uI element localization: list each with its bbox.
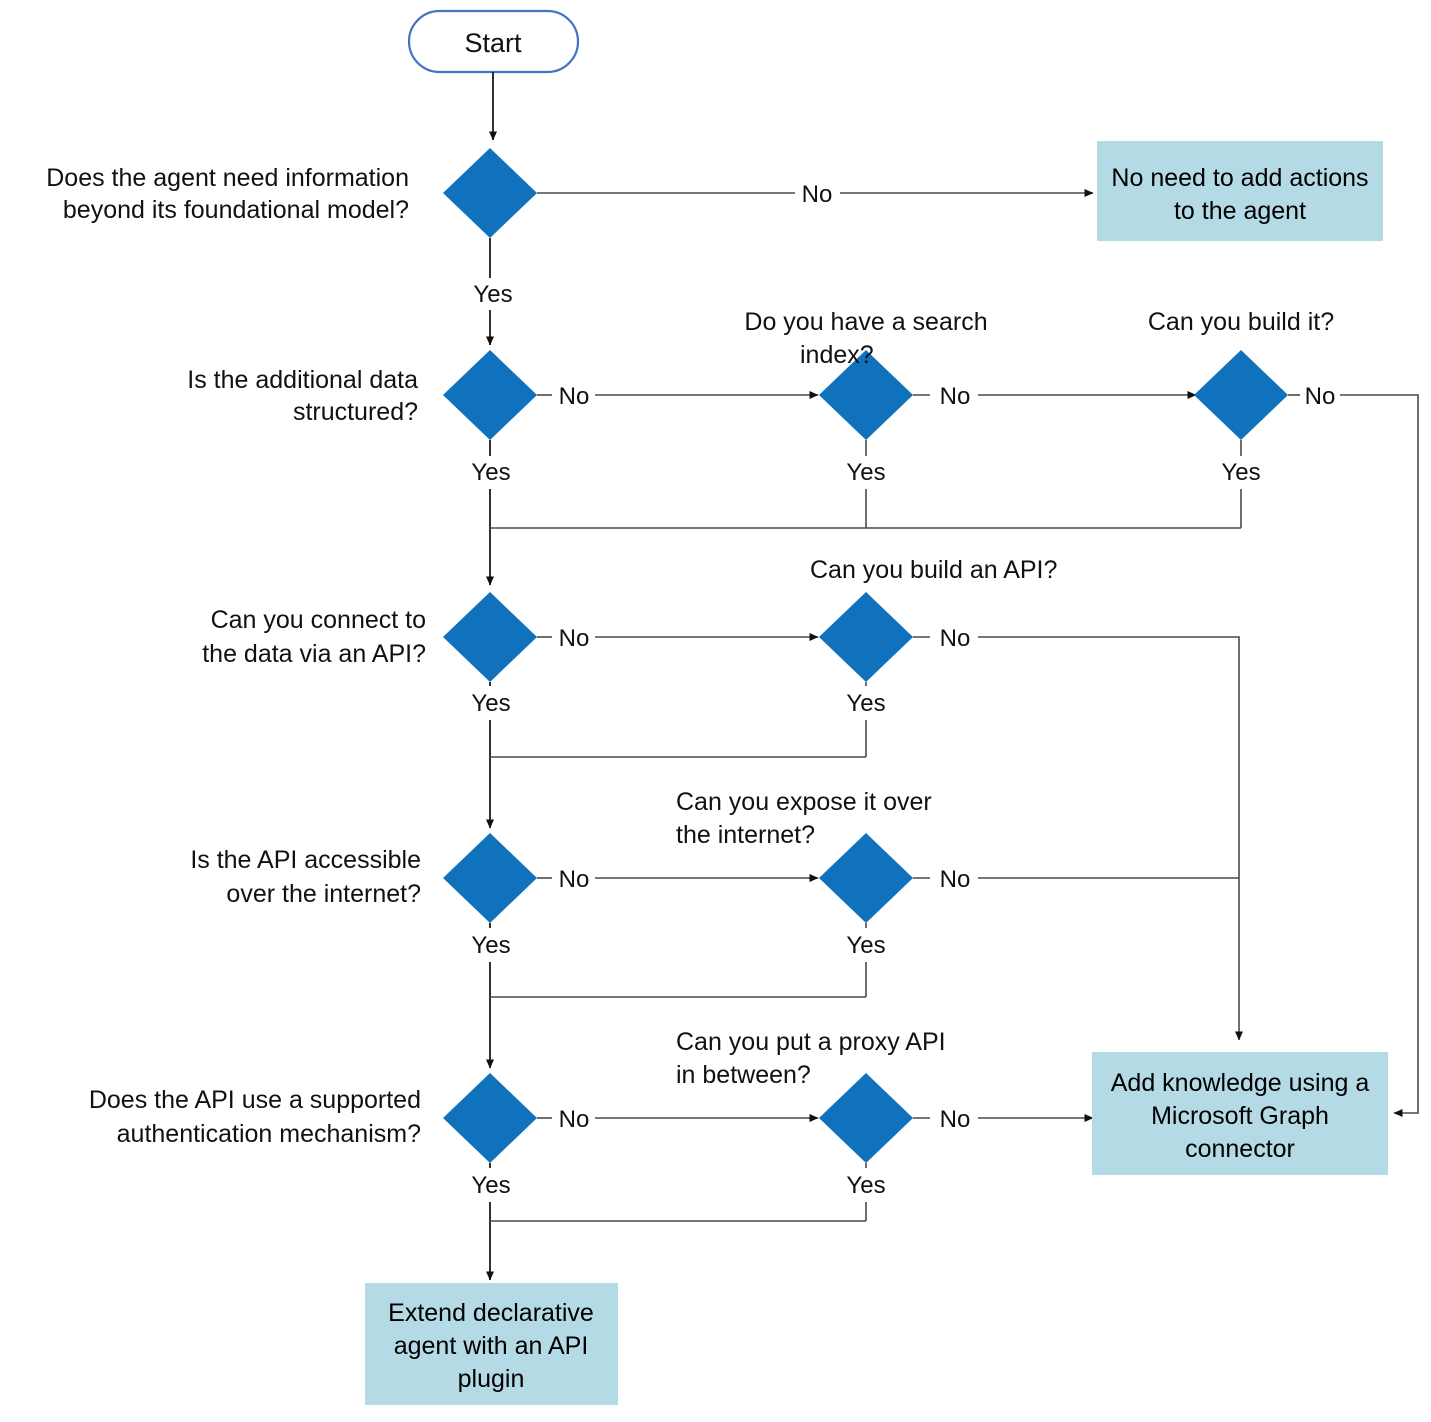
api-plugin-shape [365, 1283, 618, 1405]
proxy-api-question-line2: in between? [676, 1061, 811, 1089]
connect-via-api-question-line1: Can you connect to [211, 606, 426, 634]
edge-label-data-structured-yes: Yes [471, 459, 510, 486]
edge-can-build-index-no-b [1340, 394, 1419, 1117]
edge-label-api-accessible-yes: Yes [471, 932, 510, 959]
proxy-api-shape [819, 1073, 913, 1163]
no-actions-needed-line1: No need to add actions [1111, 164, 1368, 192]
graph-connector-line2: Microsoft Graph [1151, 1102, 1329, 1130]
edge-label-proxy-api-yes: Yes [846, 1172, 885, 1199]
node-proxy-api[interactable] [819, 1073, 913, 1163]
proxy-api-question-line1: Can you put a proxy API [676, 1028, 946, 1056]
node-data-structured[interactable] [443, 350, 537, 440]
data-structured-shape [443, 350, 537, 440]
edge-label-can-build-index-no: No [1305, 383, 1336, 410]
graph-connector-line3: connector [1185, 1135, 1295, 1163]
need-info-question-line2: beyond its foundational model? [63, 196, 409, 224]
node-can-expose-internet[interactable] [819, 833, 913, 923]
have-search-index-question-line1: Do you have a search [744, 308, 987, 336]
node-can-build-api[interactable] [819, 592, 913, 682]
edge-can-build-api-no-b [978, 636, 1243, 1041]
data-structured-question-line2: structured? [293, 398, 418, 426]
edge-label-proxy-api-no: No [940, 1106, 971, 1133]
can-expose-internet-question-line1: Can you expose it over [676, 788, 932, 816]
graph-connector-line1: Add knowledge using a [1111, 1069, 1370, 1097]
node-have-search-index[interactable] [819, 350, 913, 440]
no-actions-needed-shape [1097, 141, 1383, 241]
no-actions-needed-line2: to the agent [1174, 197, 1306, 225]
edge-label-supported-auth-no: No [559, 1106, 590, 1133]
can-build-index-shape [1194, 350, 1288, 440]
api-accessible-shape [443, 833, 537, 923]
node-connect-via-api[interactable] [443, 592, 537, 682]
edge-label-connect-via-api-no: No [559, 625, 590, 652]
start-label: Start [464, 28, 522, 58]
node-supported-auth[interactable] [443, 1073, 537, 1163]
edge-label-can-expose-internet-no: No [940, 866, 971, 893]
supported-auth-question-line1: Does the API use a supported [89, 1086, 421, 1114]
node-need-info[interactable] [443, 148, 537, 238]
can-build-api-shape [819, 592, 913, 682]
edge-label-can-expose-internet-yes: Yes [846, 932, 885, 959]
can-expose-internet-question-line2: the internet? [676, 821, 815, 849]
need-info-question-line1: Does the agent need information [46, 164, 409, 192]
connect-via-api-question-line2: the data via an API? [202, 640, 426, 668]
node-graph-connector[interactable]: Add knowledge using a Microsoft Graph co… [1092, 1052, 1388, 1175]
node-api-plugin[interactable]: Extend declarative agent with an API plu… [365, 1283, 618, 1405]
node-can-build-index[interactable] [1194, 350, 1288, 440]
can-build-index-question-line1: Can you build it? [1148, 308, 1334, 336]
api-plugin-line1: Extend declarative [388, 1299, 594, 1327]
data-structured-question-line1: Is the additional data [187, 366, 418, 394]
connect-via-api-shape [443, 592, 537, 682]
have-search-index-question-line2: index? [800, 341, 874, 369]
need-info-shape [443, 148, 537, 238]
supported-auth-shape [443, 1073, 537, 1163]
api-accessible-question-line1: Is the API accessible [190, 846, 421, 874]
node-start[interactable]: Start [407, 9, 580, 74]
can-expose-internet-shape [819, 833, 913, 923]
edge-label-need-info-yes: Yes [473, 281, 512, 308]
api-plugin-line3: plugin [458, 1365, 525, 1393]
edge-label-supported-auth-yes: Yes [471, 1172, 510, 1199]
edge-label-api-accessible-no: No [559, 866, 590, 893]
edge-label-have-search-index-no: No [940, 383, 971, 410]
edge-label-have-search-index-yes: Yes [846, 459, 885, 486]
graph-connector-shape [1092, 1052, 1388, 1175]
edge-label-connect-via-api-yes: Yes [471, 690, 510, 717]
api-accessible-question-line2: over the internet? [226, 880, 421, 908]
have-search-index-shape [819, 350, 913, 440]
edge-label-can-build-api-yes: Yes [846, 690, 885, 717]
api-plugin-line2: agent with an API [394, 1332, 589, 1360]
edge-label-need-info-no: No [802, 181, 833, 208]
edge-label-can-build-api-no: No [940, 625, 971, 652]
edge-label-data-structured-no: No [559, 383, 590, 410]
edge-label-can-build-index-yes: Yes [1221, 459, 1260, 486]
node-api-accessible[interactable] [443, 833, 537, 923]
can-build-api-question-line1: Can you build an API? [810, 556, 1057, 584]
node-no-actions-needed[interactable]: No need to add actions to the agent [1097, 141, 1383, 241]
supported-auth-question-line2: authentication mechanism? [117, 1120, 421, 1148]
